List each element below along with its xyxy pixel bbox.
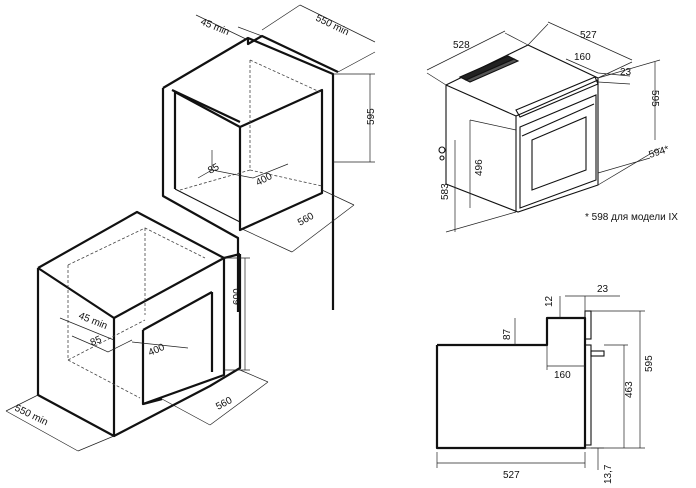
side-front-thickness-label: 23: [597, 284, 609, 295]
lower-width-label: 560: [214, 395, 234, 413]
oven-isometric: [438, 44, 599, 213]
upper-cutout-depth-label: 85: [206, 162, 221, 177]
side-top-step-label: 87: [502, 328, 513, 340]
lower-cabinet: [36, 210, 242, 438]
upper-cabinet-dimensions: 45 min 550 min 595 85 400 560: [195, 4, 377, 253]
oven-panel-depth-label: 160: [574, 52, 591, 63]
upper-inner-width-label: 400: [254, 171, 274, 189]
side-depth-label: 527: [503, 470, 520, 481]
oven-footnote: * 598 для модели IX: [585, 212, 678, 223]
upper-depth-label: 550 min: [314, 13, 351, 38]
lower-height-label: 600: [232, 288, 243, 305]
lower-setback-label: 45 min: [77, 311, 109, 332]
upper-setback-label: 45 min: [199, 17, 231, 38]
oven-width-label: 527: [580, 30, 597, 41]
lower-inner-width-label: 400: [147, 342, 167, 359]
oven-height-label: 595: [649, 90, 660, 107]
oven-side-dimensions: 12 23 87 160 595 463 527 13,7: [436, 284, 655, 484]
oven-width-front-label: 594*: [648, 144, 671, 161]
lower-depth-label: 550 min: [13, 403, 50, 428]
upper-cabinet: [161, 34, 339, 312]
oven-body-height-label: 583: [440, 183, 451, 200]
upper-height-label: 595: [366, 108, 377, 125]
side-panel-depth-label: 160: [554, 370, 571, 381]
side-door-height-label: 463: [624, 381, 635, 398]
oven-door-height-label: 496: [474, 159, 485, 176]
oven-front-thickness-label: 23: [620, 67, 632, 78]
oven-side-view: [435, 310, 605, 450]
oven-isometric-dimensions: 528 527 160 23 595 594* 583 496 * 598 дл…: [426, 21, 678, 233]
lower-cabinet-dimensions: 600 45 min 85 400 560 550 min: [5, 257, 269, 452]
side-door-gap-label: 12: [544, 295, 555, 307]
lower-cutout-depth-label: 85: [89, 334, 104, 349]
side-height-label: 595: [644, 355, 655, 372]
upper-width-label: 560: [296, 211, 316, 229]
side-bottom-offset-label: 13,7: [603, 464, 614, 484]
oven-depth-label: 528: [453, 40, 470, 51]
